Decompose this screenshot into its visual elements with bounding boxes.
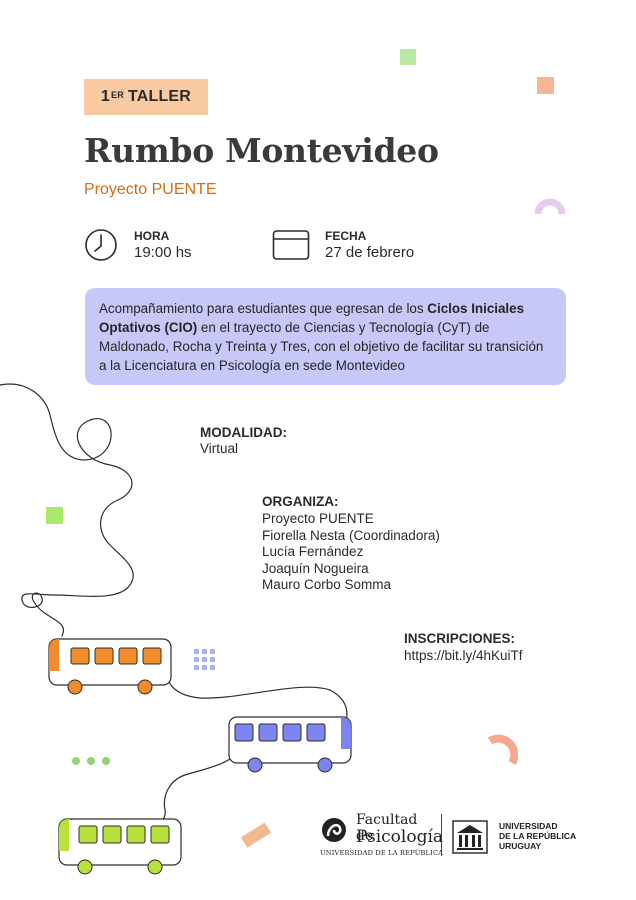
udelar-logo: UNIVERSIDAD DE LA REPÚBLICA URUGUAY: [451, 813, 581, 859]
badge-number: 1: [100, 88, 111, 105]
organiza-list: Proyecto PUENTE Fiorella Nesta (Coordina…: [262, 511, 440, 594]
psicologia-emblem-icon: [322, 818, 346, 842]
green-square-decoration: [400, 49, 416, 65]
organiza-label: ORGANIZA:: [262, 494, 339, 509]
fecha-value: 27 de febrero: [325, 244, 415, 261]
facultad-line2: Psicología: [356, 827, 444, 847]
inscripciones-label: INSCRIPCIONES:: [404, 631, 516, 646]
page-title: Rumbo Montevideo: [84, 131, 439, 170]
description-text-1: Acompañamiento para estudiantes que egre…: [99, 301, 428, 316]
udelar-line1: UNIVERSIDAD: [499, 821, 558, 831]
orange-bus-illustration: [48, 638, 172, 695]
green-bus-illustration: [58, 818, 182, 875]
facultad-sub: UNIVERSIDAD DE LA REPÚBLICA: [320, 849, 444, 857]
hora-value: 19:00 hs: [134, 244, 192, 261]
peach-square-decoration: [537, 77, 554, 94]
logo-divider: [441, 814, 442, 856]
organiza-item: Proyecto PUENTE: [262, 511, 374, 526]
description-text-2: en el trayecto de Ciencias y Tecnología …: [99, 320, 544, 373]
lavender-arc-decoration: [534, 198, 566, 215]
inscripciones-link[interactable]: https://bit.ly/4hKuiTf: [404, 648, 523, 663]
green-dots-decoration: [72, 757, 110, 765]
organiza-item: Joaquín Nogueira: [262, 560, 369, 576]
description-box: Acompañamiento para estudiantes que egre…: [85, 288, 566, 385]
page-subtitle: Proyecto PUENTE: [84, 181, 217, 198]
calendar-icon: [272, 230, 310, 260]
clock-icon: [85, 229, 117, 261]
facultad-line1: Facultad de: [356, 812, 418, 844]
udelar-line3: URUGUAY: [499, 841, 542, 851]
salmon-arc-decoration: [487, 734, 518, 766]
organiza-item: Fiorella Nesta (Coordinadora): [262, 527, 440, 543]
modalidad-value: Virtual: [200, 441, 239, 456]
badge-superscript: ER: [111, 90, 124, 100]
facultad-psicologia-logo: Facultad de Psicología UNIVERSIDAD DE LA…: [320, 812, 443, 864]
badge-label: TALLER: [127, 88, 192, 105]
organiza-item: Lucía Fernández: [262, 544, 364, 559]
modalidad-label: MODALIDAD:: [200, 425, 287, 440]
blue-dot-grid-decoration: [194, 649, 215, 670]
udelar-emblem-icon: [452, 820, 488, 854]
udelar-line2: DE LA REPÚBLICA: [499, 831, 577, 841]
organiza-item: Mauro Corbo Somma: [262, 577, 392, 592]
description-bold: Ciclos Iniciales Optativos (CIO): [99, 301, 525, 335]
green-square-decoration-left: [46, 507, 63, 524]
hora-label: HORA: [134, 229, 170, 243]
fecha-label: FECHA: [325, 229, 367, 243]
blue-bus-illustration: [228, 716, 352, 773]
